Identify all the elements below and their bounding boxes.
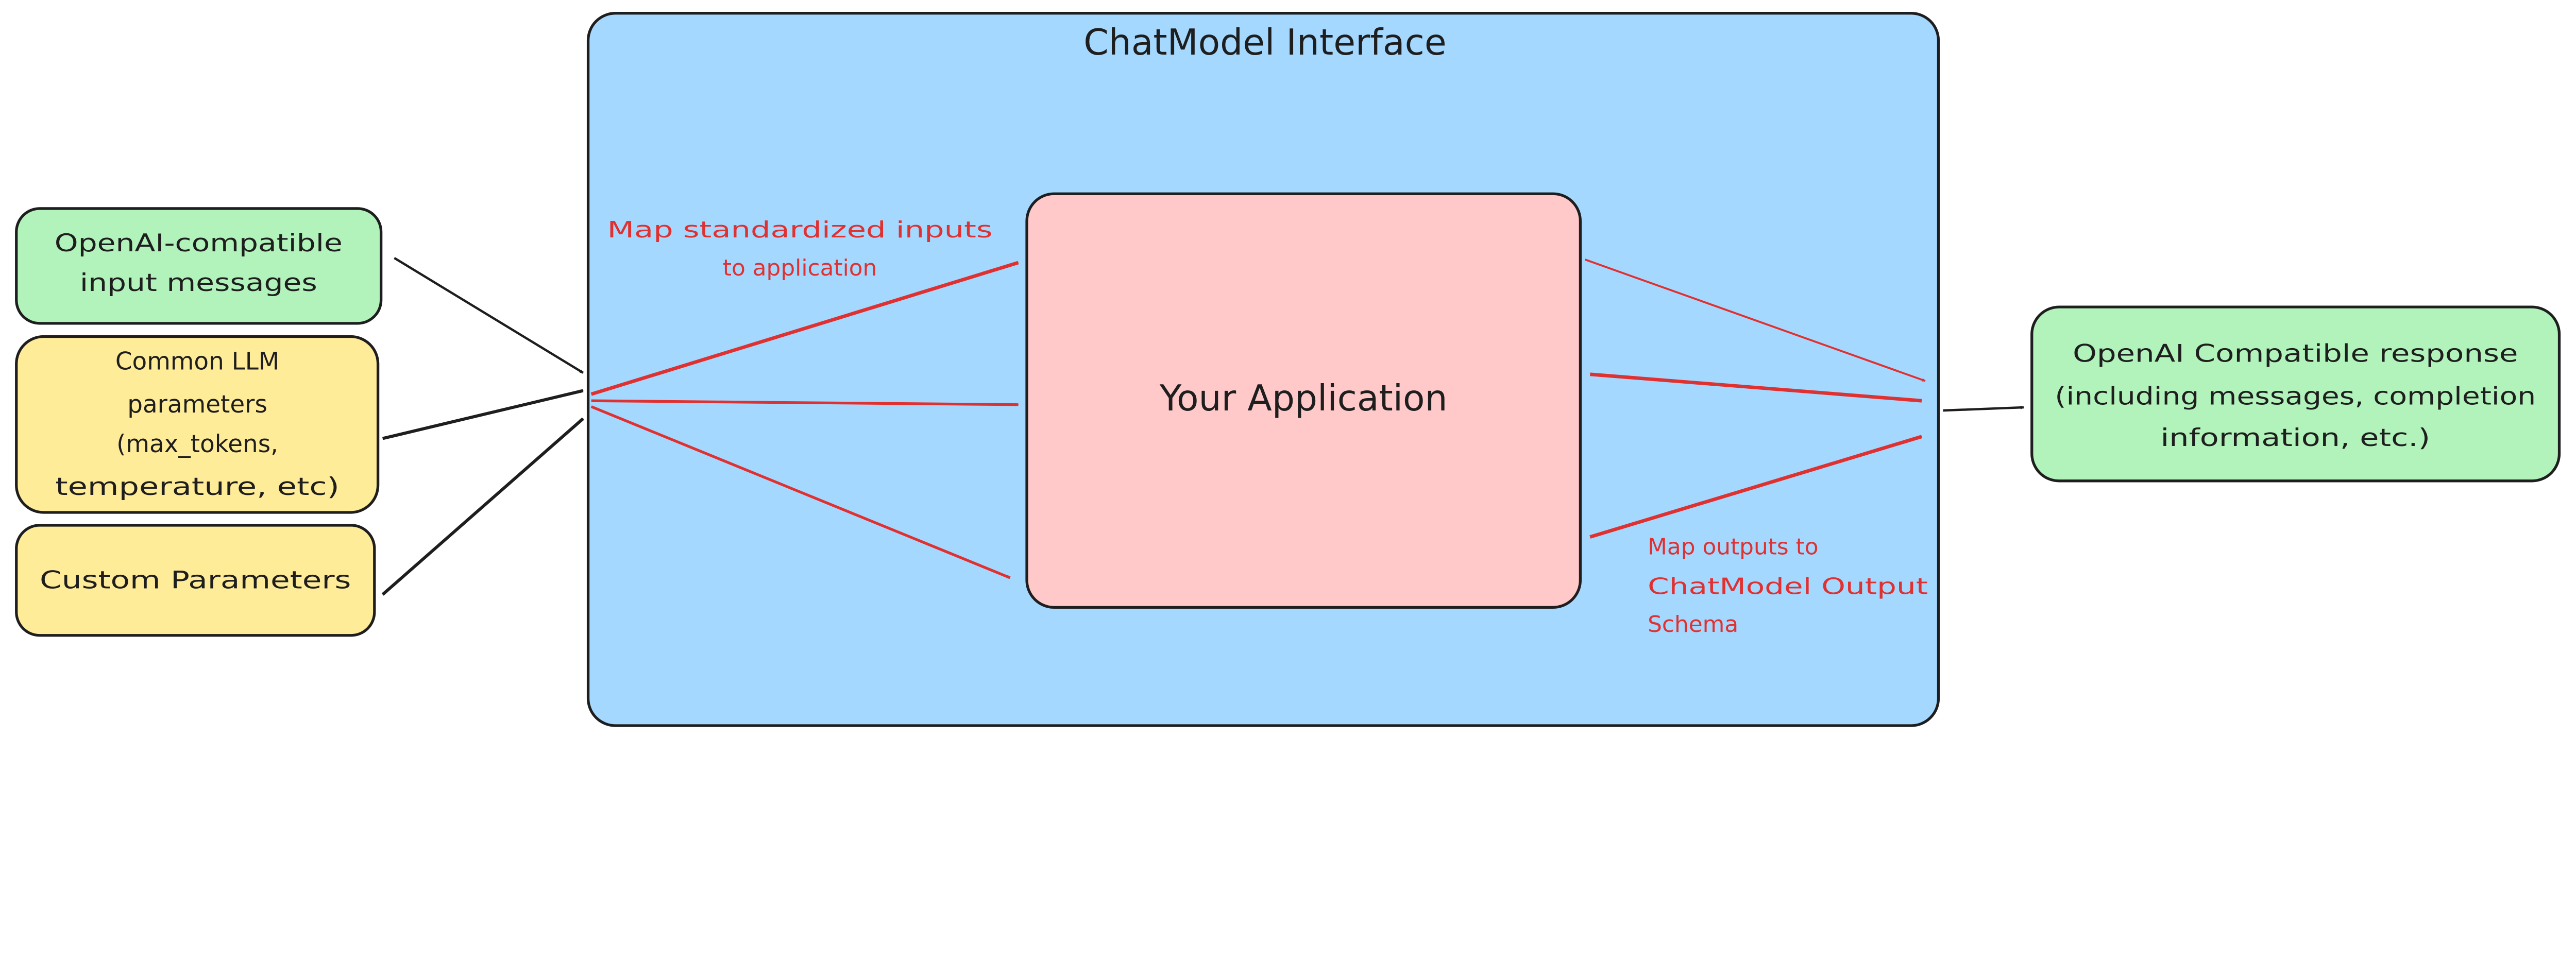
- input-text-line: input messages: [80, 269, 317, 297]
- app-label: Your Application: [1159, 377, 1448, 419]
- output-text-line: information, etc.): [2160, 424, 2430, 452]
- output-openai-response: OpenAI Compatible response (including me…: [2030, 305, 2561, 483]
- arrow-custom-params-to-interface: [381, 417, 584, 596]
- your-application-box: Your Application: [1025, 192, 1582, 609]
- diagram-canvas: ChatModel Interface Your Application Ope…: [15, 12, 2561, 727]
- arrow-input-map-1: [590, 261, 1019, 396]
- arrow-output-map-2: [1590, 372, 1922, 403]
- arrow-messages-to-interface: [394, 256, 584, 374]
- container-title: ChatModel Interface: [1083, 22, 1446, 63]
- arrow-output-map-3: [1589, 435, 1922, 539]
- annotation-line: Map outputs to: [1648, 534, 1819, 560]
- arrow-llm-params-to-interface: [382, 389, 583, 440]
- annotation-line: Map standardized inputs: [607, 217, 993, 243]
- input-common-llm-parameters: Common LLM parameters (max_tokens, tempe…: [15, 335, 380, 514]
- annotation-line: ChatModel Output: [1648, 574, 1928, 600]
- input-text-line: (max_tokens,: [116, 431, 278, 458]
- input-text-line: Custom Parameters: [40, 566, 351, 594]
- output-text-line: (including messages, completion: [2055, 383, 2536, 411]
- input-text-line: temperature, etc): [55, 473, 340, 501]
- output-text-line: OpenAI Compatible response: [2073, 340, 2518, 368]
- input-text-line: OpenAI-compatible: [55, 230, 343, 257]
- arrow-input-map-2: [591, 399, 1019, 405]
- input-text-line: Common LLM: [115, 348, 279, 376]
- annotation-map-outputs: Map outputs to ChatModel Output Schema: [1648, 534, 1928, 638]
- arrow-output-map-1: [1584, 259, 1925, 382]
- annotation-map-inputs: Map standardized inputs to application: [607, 217, 993, 281]
- annotation-line: Schema: [1648, 611, 1738, 638]
- input-text-line: parameters: [127, 391, 267, 419]
- arrow-interface-to-response: [1943, 407, 2024, 412]
- input-openai-messages: OpenAI-compatible input messages: [15, 207, 383, 325]
- arrow-input-map-3: [590, 405, 1011, 579]
- input-custom-parameters: Custom Parameters: [15, 524, 376, 637]
- annotation-line: to application: [723, 255, 877, 281]
